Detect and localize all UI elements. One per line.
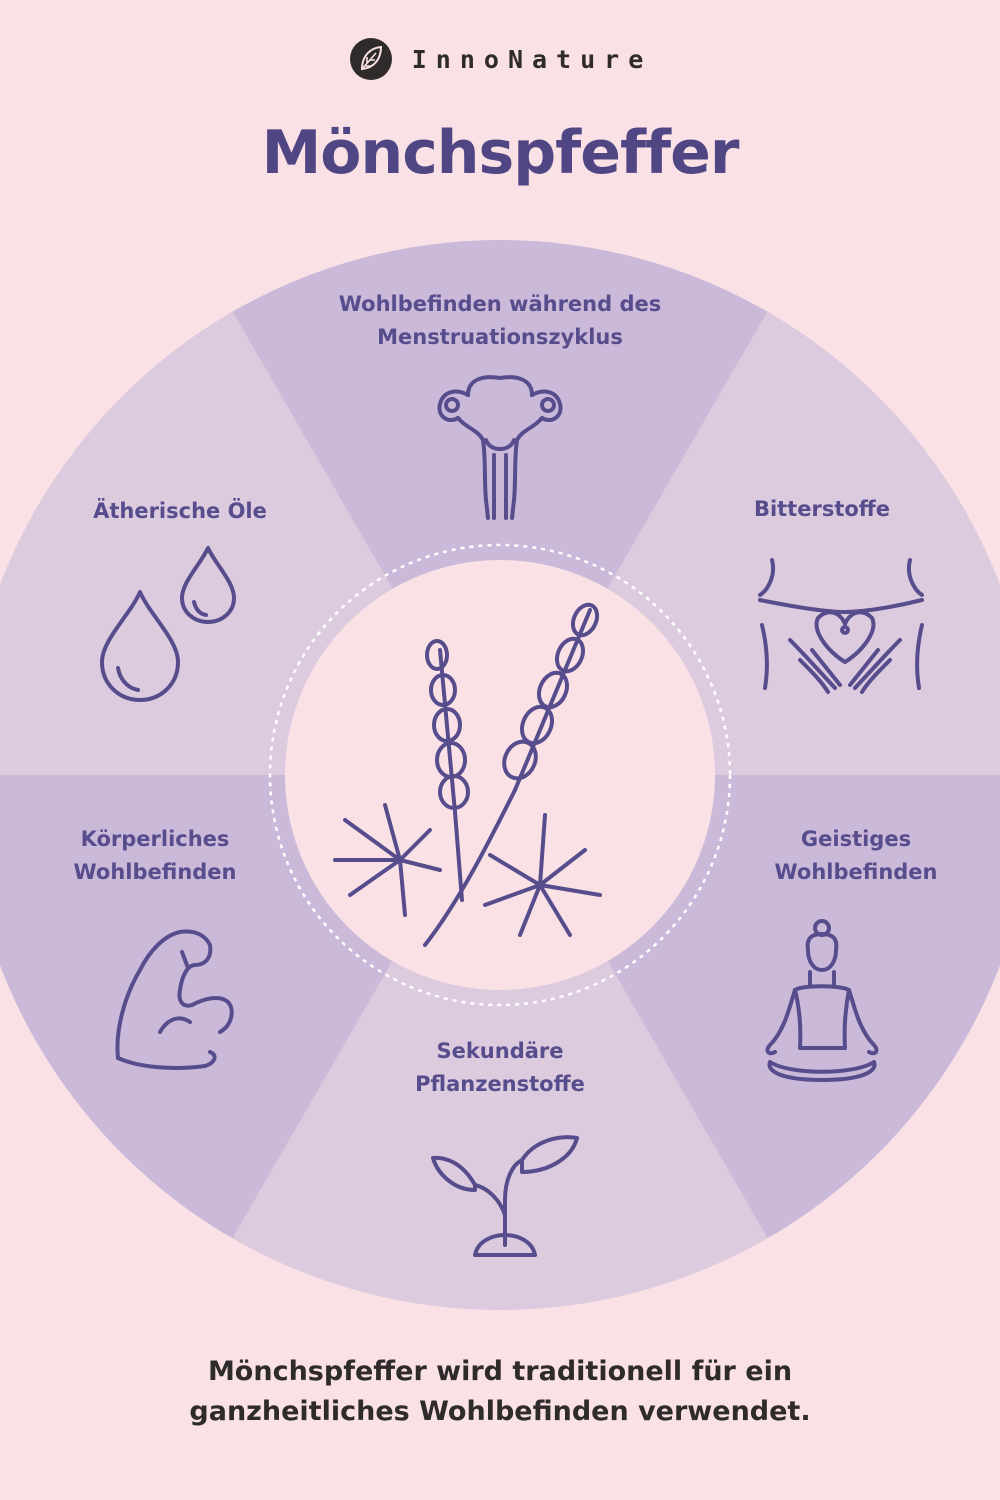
uterus-icon xyxy=(437,375,563,520)
segment-label-phyto: Sekundäre Pflanzenstoffe xyxy=(415,1039,585,1096)
belly-heart-hands-icon xyxy=(758,558,924,694)
segment-phyto xyxy=(232,775,768,1310)
segment-menstrual xyxy=(232,240,768,775)
leaf-icon xyxy=(349,38,392,80)
muscle-arm-icon xyxy=(115,929,234,1070)
footer-text: Mönchspfeffer wird traditionell für ein … xyxy=(189,1356,811,1427)
center-circle xyxy=(285,560,715,990)
sprout-icon xyxy=(431,1135,579,1257)
meditation-icon xyxy=(765,919,879,1082)
segment-label-physical: Körperliches Wohlbefinden xyxy=(73,827,237,884)
segment-label-menstrual: Wohlbefinden während des Menstruationszy… xyxy=(338,292,662,349)
droplets-icon xyxy=(100,546,236,702)
segment-label-oils: Ätherische Öle xyxy=(93,499,267,523)
segment-label-mental: Geistiges Wohlbefinden xyxy=(774,827,938,884)
brand-header: InnoNature xyxy=(0,36,1000,82)
page-title: Mönchspfeffer xyxy=(261,118,740,188)
brand-name: InnoNature xyxy=(411,44,653,74)
segment-label-bitter: Bitterstoffe xyxy=(753,497,891,521)
center-dashed-ring xyxy=(268,543,732,1007)
lavender-plant-icon xyxy=(333,602,602,947)
